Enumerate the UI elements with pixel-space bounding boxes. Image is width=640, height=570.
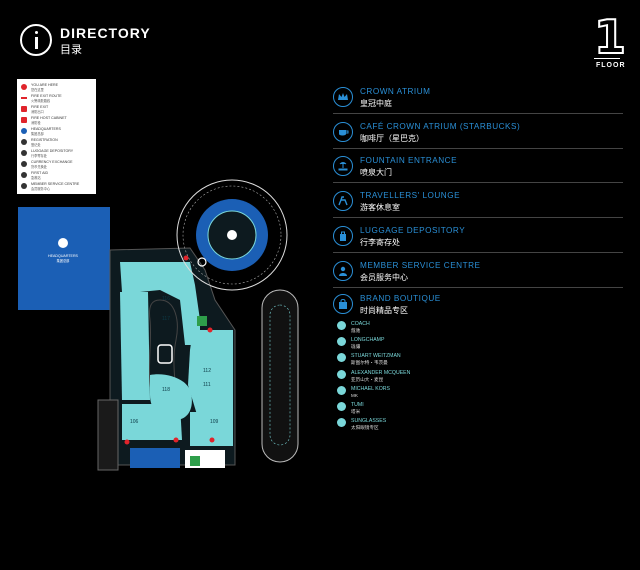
unit-number: 116 xyxy=(162,296,170,302)
floor-number: 1 xyxy=(593,10,627,64)
headquarters-area xyxy=(18,207,110,310)
brand-icon xyxy=(337,370,346,379)
registration-icon xyxy=(21,139,27,145)
shop-area xyxy=(188,330,233,418)
page-title-zh: 目录 xyxy=(60,44,82,56)
fire-exit-marker xyxy=(183,255,189,261)
crown-icon xyxy=(333,87,353,107)
fire-exit-marker xyxy=(209,437,215,443)
divider xyxy=(594,58,620,59)
pier-walkway xyxy=(261,289,299,463)
fire-exit-sign xyxy=(190,456,200,466)
shop-area xyxy=(150,374,192,420)
brand-icon xyxy=(337,386,346,395)
brand-icon xyxy=(337,337,346,346)
fire-route-icon xyxy=(21,97,27,99)
service-room xyxy=(130,448,180,468)
luggage-icon xyxy=(333,226,353,246)
coffee-icon xyxy=(333,122,353,142)
shop-area xyxy=(120,262,200,345)
lounge-icon xyxy=(333,191,353,211)
fountain-icon xyxy=(157,344,173,364)
brand-icon xyxy=(337,402,346,411)
shop-area xyxy=(190,412,233,446)
member-service-icon xyxy=(21,183,27,189)
luggage-icon xyxy=(21,150,27,156)
brand-icon xyxy=(337,353,346,362)
shopping-bag-icon xyxy=(333,294,353,314)
marker-icon xyxy=(197,257,207,267)
brand-icon xyxy=(337,321,346,330)
corridor xyxy=(97,399,119,471)
floor-label: FLOOR xyxy=(596,62,626,69)
fire-exit-sign xyxy=(197,316,207,326)
unit-number: 118 xyxy=(162,387,170,393)
you-are-here-icon xyxy=(21,84,27,90)
fountain-icon xyxy=(333,156,353,176)
headquarters-icon xyxy=(21,128,27,134)
unit-number: 111 xyxy=(203,382,211,388)
member-icon xyxy=(333,261,353,281)
fire-exit-marker xyxy=(173,437,179,443)
unit-number: 117 xyxy=(162,316,170,322)
headquarters-icon xyxy=(58,238,68,248)
fire-exit-marker xyxy=(207,327,213,333)
crown-atrium-outline xyxy=(176,179,288,291)
shop-area xyxy=(120,292,150,400)
fire-hose-icon xyxy=(21,117,27,123)
brand-icon xyxy=(337,418,346,427)
currency-icon xyxy=(21,161,27,167)
headquarters-label: HEADQUARTERS xyxy=(48,254,78,258)
unit-number: 109 xyxy=(210,419,219,425)
page-title: DIRECTORY xyxy=(60,25,151,41)
info-icon xyxy=(20,24,52,56)
unit-number: 112 xyxy=(203,368,211,374)
headquarters-label-zh: 集团总部 xyxy=(57,258,71,263)
unit-number: 106 xyxy=(130,419,139,425)
floor-map: HEADQUARTERS 集团总部 116 117 112 111 118 10… xyxy=(18,179,299,471)
fire-exit-icon xyxy=(21,106,27,112)
crown-icon xyxy=(227,230,237,240)
fire-exit-marker xyxy=(124,439,130,445)
first-aid-icon xyxy=(21,172,27,178)
